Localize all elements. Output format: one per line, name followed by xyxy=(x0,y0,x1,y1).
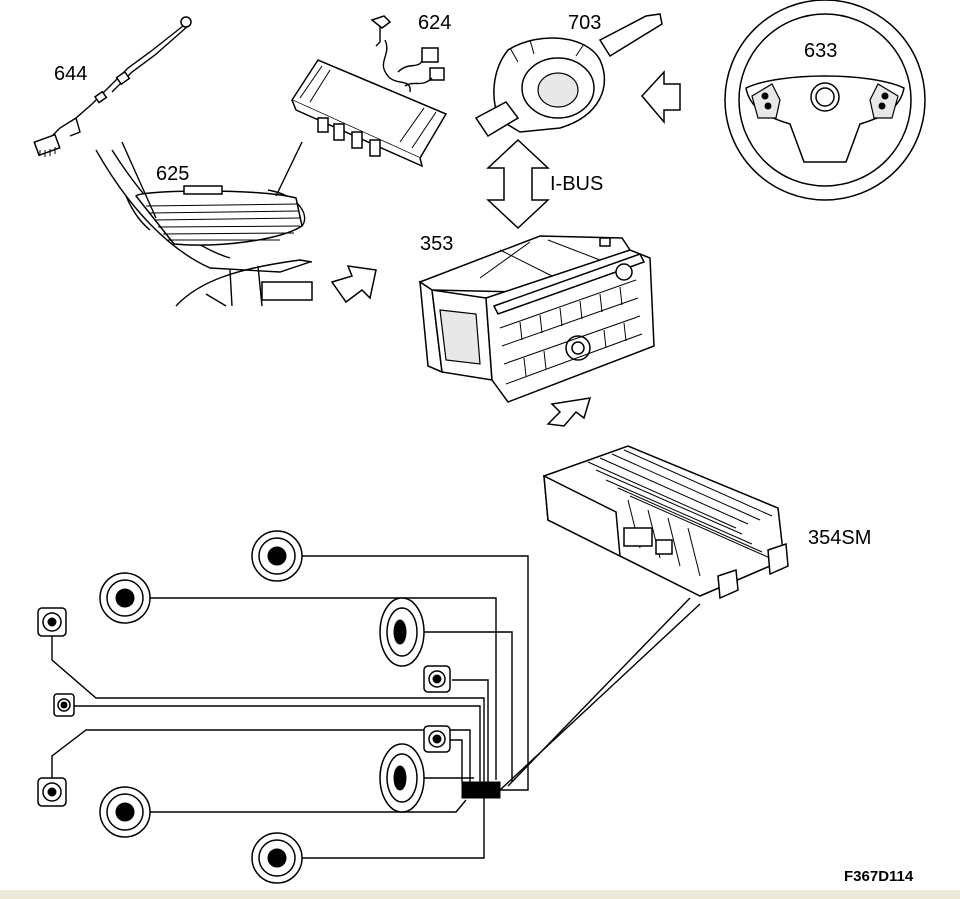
speaker-woofer-bottom-right xyxy=(251,832,303,884)
arrow-radio-to-amplifier xyxy=(546,397,592,427)
module-624 xyxy=(290,15,448,168)
arrow-steering-to-switch xyxy=(641,70,681,125)
pointer-line-625a xyxy=(121,141,157,219)
tweeter-left-upper xyxy=(37,607,67,637)
window-bottom-edge xyxy=(0,890,960,899)
tweeter-left-lower xyxy=(37,777,67,807)
label-703: 703 xyxy=(568,12,601,34)
speaker-woofer-bottom-left xyxy=(99,786,151,838)
speaker-woofer-top-right xyxy=(251,530,303,582)
arrow-antenna-to-radio xyxy=(330,265,377,304)
pointer-line-625b xyxy=(275,141,303,197)
tweeter-right-upper xyxy=(423,665,451,693)
wiring-harness xyxy=(51,555,701,859)
ibus-double-arrow xyxy=(486,138,550,230)
speaker-oval-lower xyxy=(379,743,425,813)
antenna-cable-644 xyxy=(33,16,192,157)
tweeter-right-lower xyxy=(423,725,451,753)
steering-switch-703 xyxy=(474,13,663,138)
label-644: 644 xyxy=(54,63,87,85)
figure-id: F367D114 xyxy=(844,868,914,885)
label-ibus: I-BUS xyxy=(550,173,603,195)
label-353: 353 xyxy=(420,233,453,255)
label-633: 633 xyxy=(804,40,837,62)
amplifier-354SM xyxy=(543,445,789,600)
steering-wheel-633 xyxy=(724,0,926,201)
speaker-woofer-top-left xyxy=(99,572,151,624)
tweeter-left-middle xyxy=(53,693,75,717)
label-354SM: 354SM xyxy=(808,527,871,549)
label-624: 624 xyxy=(418,12,451,34)
head-unit-353 xyxy=(418,235,655,403)
rear-window-625 xyxy=(95,149,313,307)
speaker-oval-upper xyxy=(379,597,425,667)
harness-connector xyxy=(461,781,501,799)
label-625: 625 xyxy=(156,163,189,185)
